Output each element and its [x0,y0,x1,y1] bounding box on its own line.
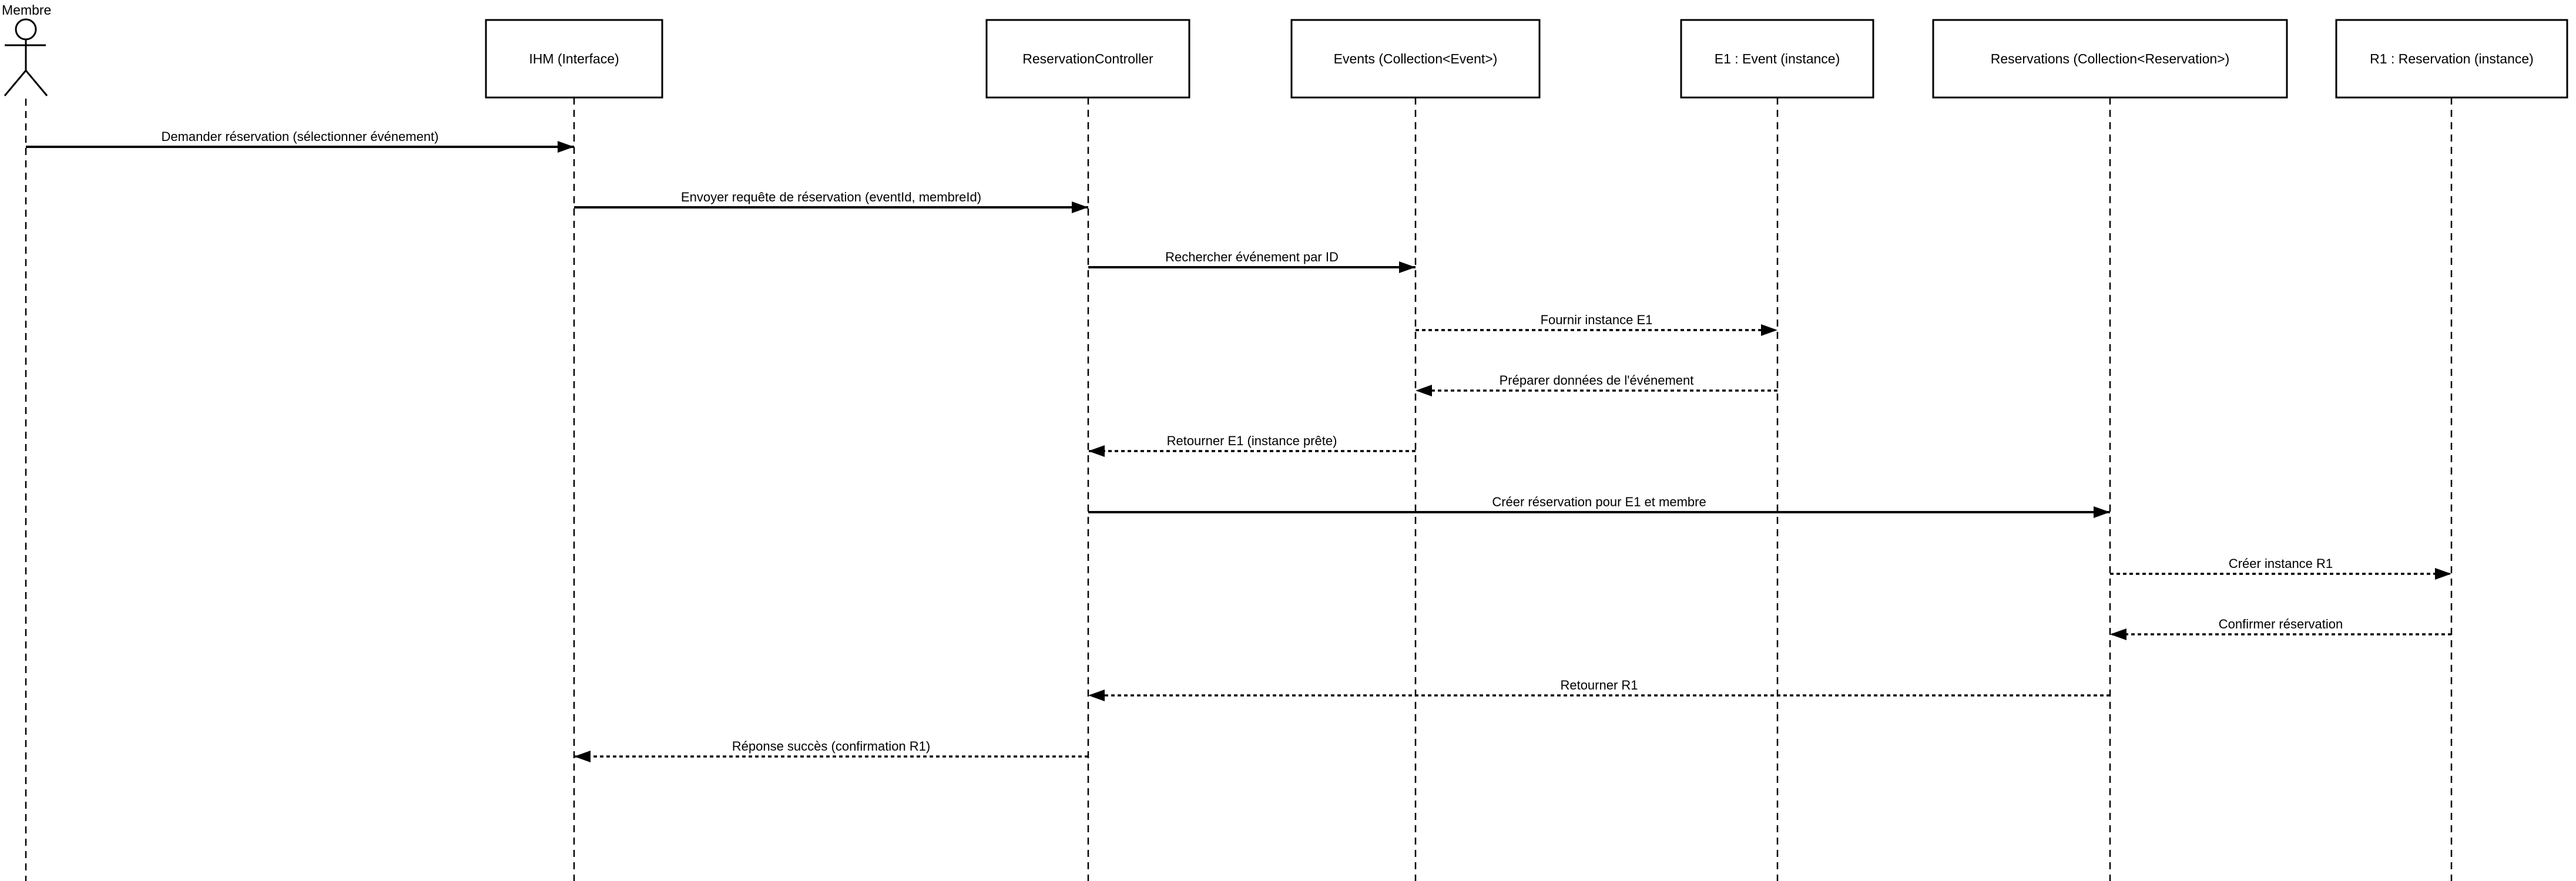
message-2: Envoyer requête de réservation (eventId,… [574,190,1088,213]
participant-box-ihm [485,19,663,99]
participant-label-ihm: IHM (Interface) [529,51,619,66]
message-11: Réponse succès (confirmation R1) [574,739,1088,762]
participant-box-e1 [1680,19,1874,99]
actor-leg-right [25,70,48,96]
participant-box-events [1290,19,1541,99]
message-1: Demander réservation (sélectionner événe… [26,129,574,153]
participant-controller: ReservationController [985,19,1190,99]
message-label-1: Demander réservation (sélectionner événe… [161,129,438,144]
participant-label-events: Events (Collection<Event>) [1334,51,1498,66]
participant-label-controller: ReservationController [1022,51,1153,66]
message-label-4: Fournir instance E1 [1541,312,1653,327]
participant-reservations: Reservations (Collection<Reservation>) [1932,19,2288,99]
message-3: Rechercher événement par ID [1088,250,1416,273]
messages-layer: Demander réservation (sélectionner événe… [26,129,2451,762]
message-label-9: Confirmer réservation [2219,617,2343,631]
participant-box-controller [985,19,1190,99]
message-7: Créer réservation pour E1 et membre [1088,495,2110,518]
actor-leg-left [4,70,27,96]
actor-head [15,18,37,41]
participant-label-e1: E1 : Event (instance) [1715,51,1840,66]
message-10: Retourner R1 [1088,678,2110,701]
participant-box-r1 [2335,19,2568,99]
message-6: Retourner E1 (instance prête) [1088,433,1416,457]
message-8: Créer instance R1 [2110,556,2451,580]
participant-box-reservations [1932,19,2288,99]
message-label-2: Envoyer requête de réservation (eventId,… [681,190,981,204]
participant-label-r1: R1 : Reservation (instance) [2370,51,2534,66]
message-9: Confirmer réservation [2110,617,2451,640]
message-label-10: Retourner R1 [1560,678,1638,692]
actor-membre: Membre [2,2,51,96]
participant-label-reservations: Reservations (Collection<Reservation>) [1991,51,2230,66]
message-label-5: Préparer données de l'événement [1500,373,1694,388]
message-5: Préparer données de l'événement [1416,373,1777,396]
lifelines-layer [25,97,2453,881]
actor-label: Membre [2,2,51,18]
participant-events: Events (Collection<Event>) [1290,19,1541,99]
participant-ihm: IHM (Interface) [485,19,663,99]
message-label-3: Rechercher événement par ID [1165,250,1339,264]
participant-e1: E1 : Event (instance) [1680,19,1874,99]
participant-r1: R1 : Reservation (instance) [2335,19,2568,99]
message-label-6: Retourner E1 (instance prête) [1167,433,1337,448]
message-label-8: Créer instance R1 [2229,556,2333,571]
message-label-7: Créer réservation pour E1 et membre [1492,495,1706,509]
message-4: Fournir instance E1 [1416,312,1777,336]
message-label-11: Réponse succès (confirmation R1) [732,739,930,754]
